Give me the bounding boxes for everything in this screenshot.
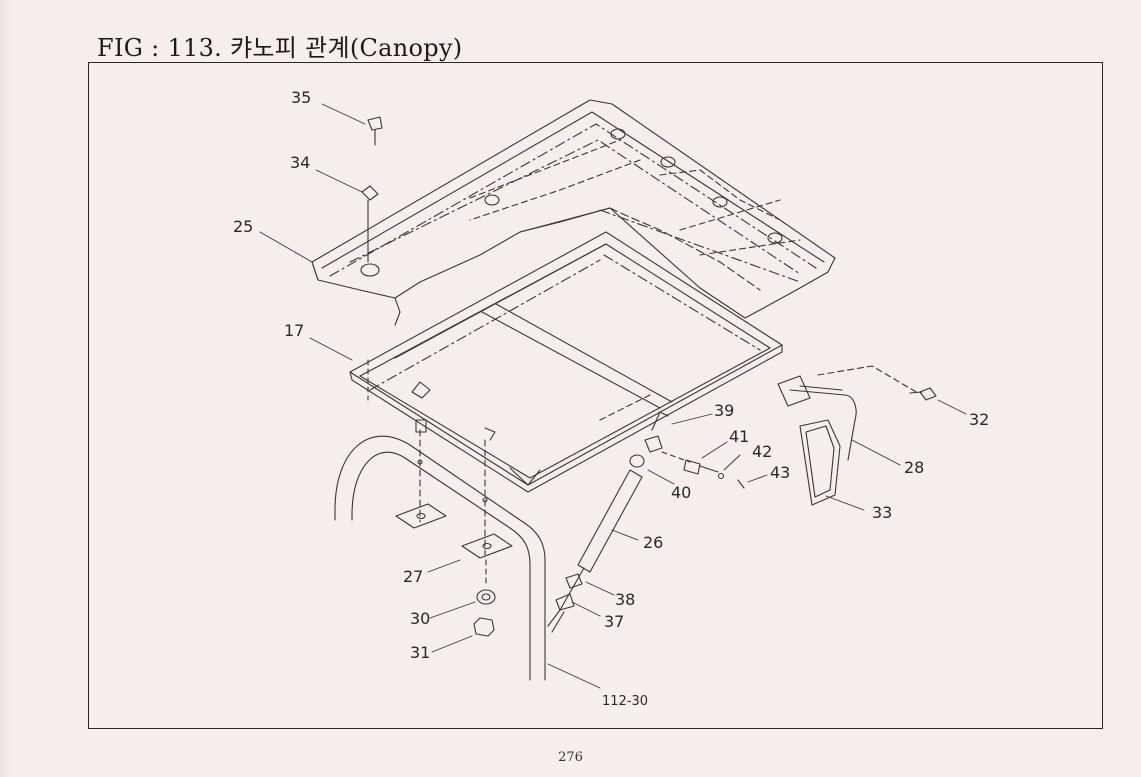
- callout-27: 27: [403, 567, 423, 586]
- canopy-frame: [349, 231, 783, 493]
- page-number: 276: [558, 750, 583, 765]
- reference-label: 112-30: [602, 694, 648, 709]
- callout-37: 37: [604, 612, 624, 631]
- callout-34: 34: [290, 153, 310, 172]
- binding-edge: [0, 0, 18, 777]
- callout-40: 40: [671, 483, 691, 502]
- callout-26: 26: [643, 533, 663, 552]
- callout-30: 30: [410, 609, 430, 628]
- roll-bar: [334, 435, 546, 681]
- callout-42: 42: [752, 442, 772, 461]
- mirror-assembly: [777, 365, 937, 506]
- callout-17: 17: [284, 321, 304, 340]
- bolt-parts: [361, 116, 383, 263]
- leader-lines: [259, 103, 967, 689]
- callout-31: 31: [410, 643, 430, 662]
- pin-assembly: [661, 451, 745, 489]
- callout-33: 33: [872, 503, 892, 522]
- page-title: FIG : 113. 캬노피 관계(Canopy): [97, 34, 463, 62]
- callout-25: 25: [233, 217, 253, 236]
- callout-38: 38: [615, 590, 635, 609]
- canopy-roof-panel: [311, 99, 836, 326]
- figure-frame: [88, 62, 1103, 729]
- mount-hardware: [395, 419, 513, 637]
- callout-28: 28: [904, 458, 924, 477]
- callout-41: 41: [729, 427, 749, 446]
- callout-32: 32: [969, 410, 989, 429]
- callout-35: 35: [291, 88, 311, 107]
- gas-strut: [547, 411, 669, 633]
- callout-39: 39: [714, 401, 734, 420]
- callout-43: 43: [770, 463, 790, 482]
